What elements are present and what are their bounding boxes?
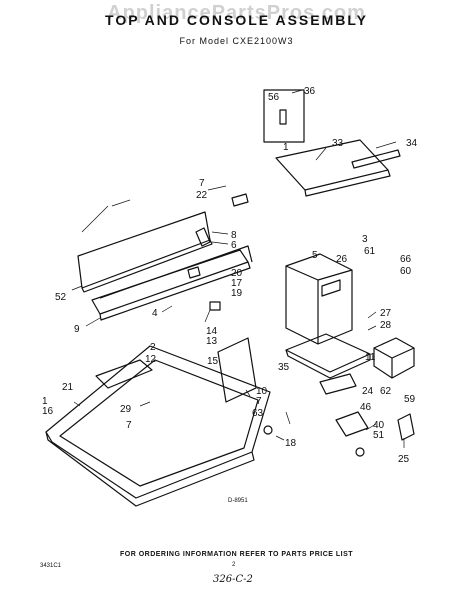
watermark: AppliancePartsPros.com xyxy=(107,2,366,24)
doc-number: 3431C1 xyxy=(40,563,62,569)
callout-7-lower: 7 xyxy=(126,420,132,431)
callout-1-top: 1 xyxy=(283,142,289,153)
callout-21: 21 xyxy=(62,382,74,393)
callout-35: 35 xyxy=(278,362,290,373)
callout-11: 11 xyxy=(365,352,376,363)
callout-13: 13 xyxy=(206,336,218,347)
callout-4: 4 xyxy=(152,308,158,319)
callout-3: 3 xyxy=(362,234,368,245)
callout-24: 24 xyxy=(362,386,374,397)
callout-29: 29 xyxy=(120,404,132,415)
callout-27: 27 xyxy=(380,308,392,319)
callout-7-right: 7 xyxy=(256,396,262,407)
callout-63: 63 xyxy=(252,408,264,419)
callout-7-top: 7 xyxy=(199,178,205,189)
callout-36: 36 xyxy=(304,86,316,97)
figure-id: D-8951 xyxy=(228,498,248,504)
callout-2: 2 xyxy=(150,342,156,353)
diagram-title: TOP AND CONSOLE ASSEMBLY xyxy=(105,12,368,28)
callout-6: 6 xyxy=(231,240,237,251)
callout-62: 62 xyxy=(380,386,392,397)
callout-18: 18 xyxy=(285,438,297,449)
callout-5: 5 xyxy=(312,250,318,261)
callout-59: 59 xyxy=(404,394,416,405)
handwritten-note: 326-C-2 xyxy=(213,574,253,585)
callout-25: 25 xyxy=(398,454,410,465)
callout-52: 52 xyxy=(55,292,67,303)
callout-12: 12 xyxy=(145,354,157,365)
callout-14: 14 xyxy=(206,326,218,337)
callout-17: 17 xyxy=(231,278,243,289)
callout-34: 34 xyxy=(406,138,418,149)
callout-33: 33 xyxy=(332,138,344,149)
callout-61: 61 xyxy=(364,246,376,257)
page-number: 2 xyxy=(232,562,236,568)
callout-40: 40 xyxy=(373,420,385,431)
callout-46: 46 xyxy=(360,402,372,413)
callout-60: 60 xyxy=(400,266,412,277)
callout-1-main: 1 xyxy=(42,396,48,407)
callout-66: 66 xyxy=(400,254,412,265)
callout-8: 8 xyxy=(231,230,237,241)
callout-22: 22 xyxy=(196,190,208,201)
model-subtitle: For Model CXE2100W3 xyxy=(179,36,294,46)
callout-20: 20 xyxy=(231,268,243,279)
ordering-info: FOR ORDERING INFORMATION REFER TO PARTS … xyxy=(119,551,354,558)
callout-28: 28 xyxy=(380,320,392,331)
callout-15: 15 xyxy=(207,356,219,367)
callout-19: 19 xyxy=(231,288,243,299)
callout-26: 26 xyxy=(336,254,348,265)
callout-10: 10 xyxy=(256,386,268,397)
callout-51: 51 xyxy=(373,430,385,441)
callout-9: 9 xyxy=(74,324,80,335)
callout-56: 56 xyxy=(268,92,280,103)
callout-16: 16 xyxy=(42,406,54,417)
